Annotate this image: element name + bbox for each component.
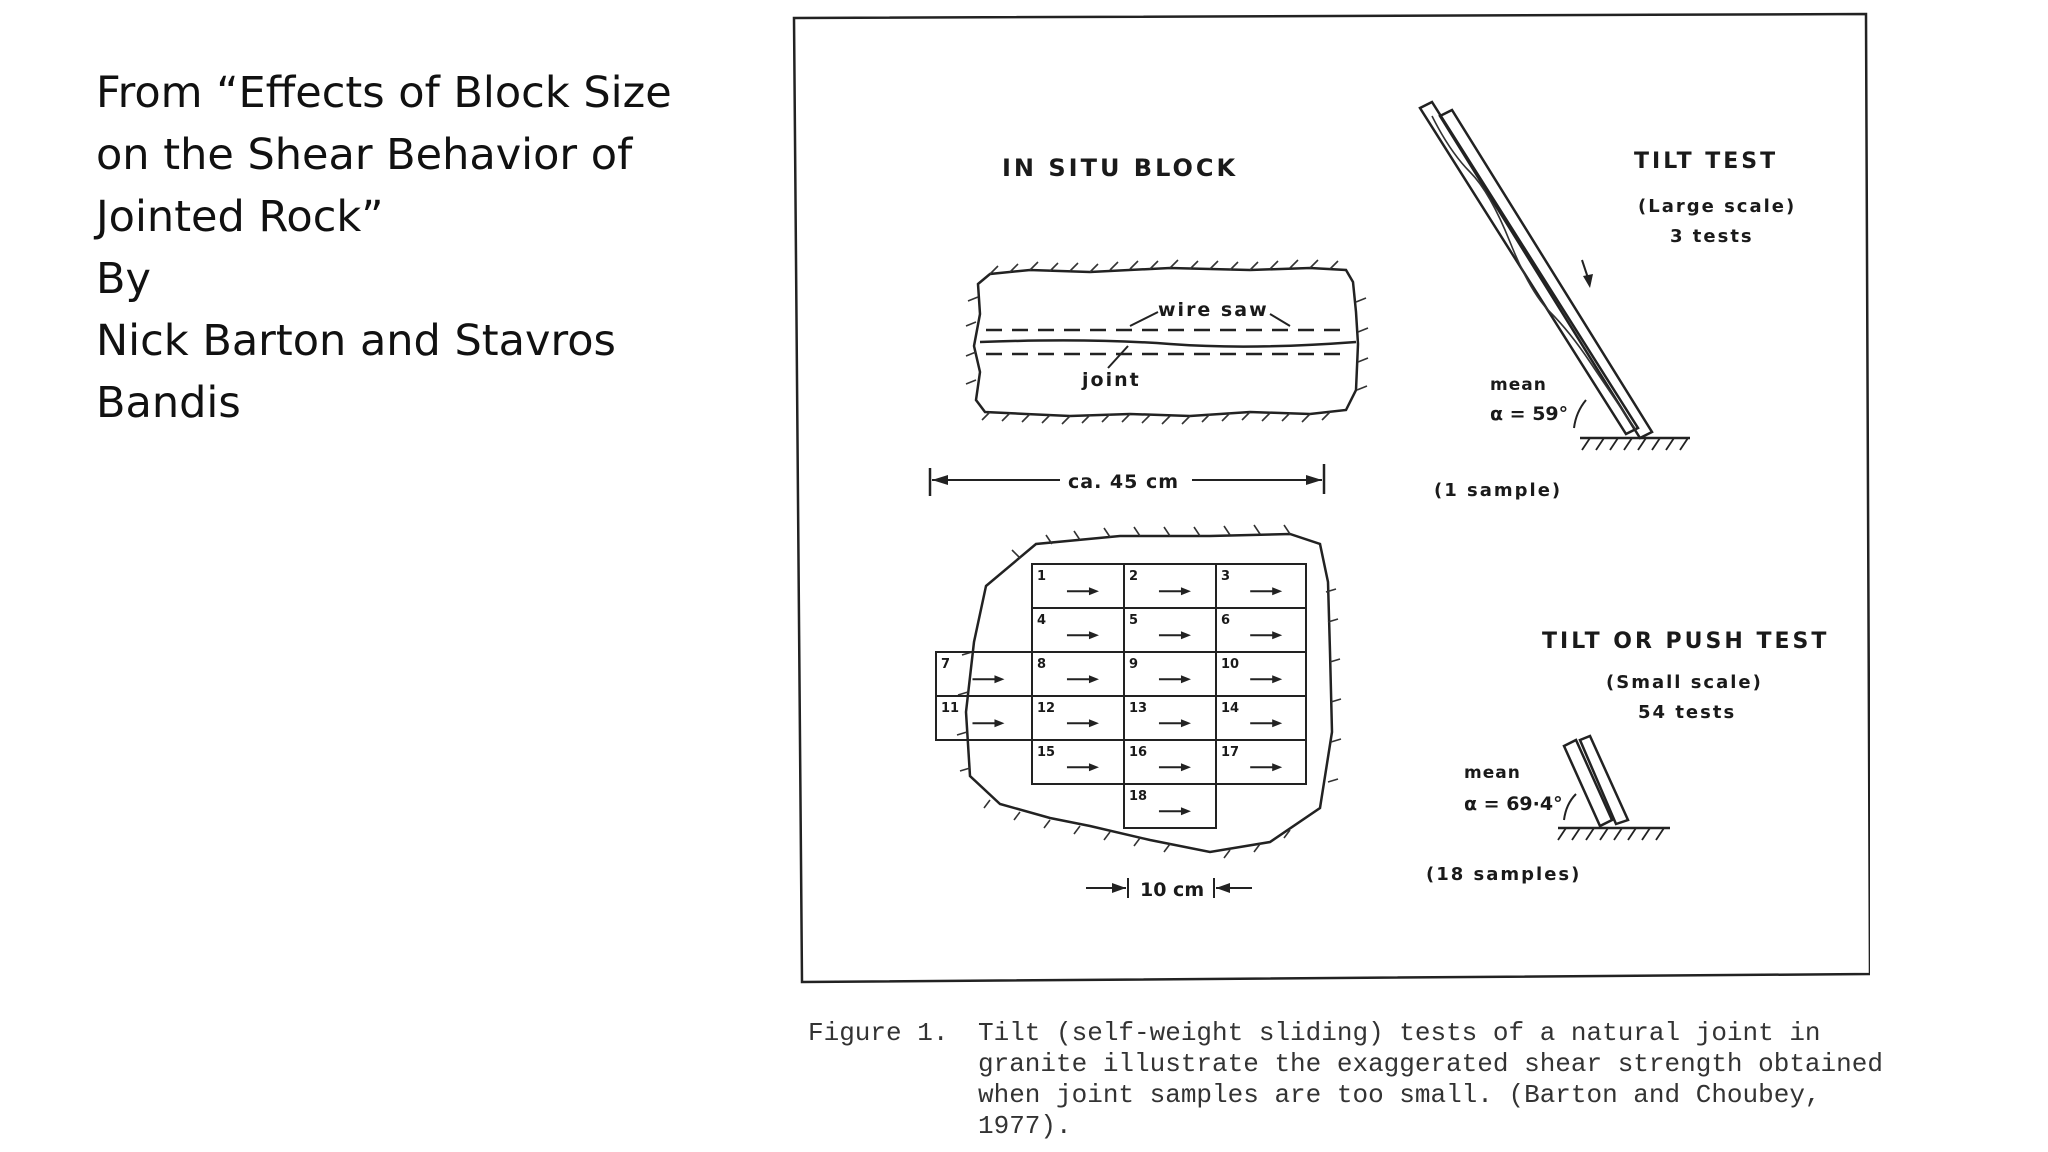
sample-number: 1	[1037, 569, 1046, 584]
large-joint-surface	[1431, 115, 1637, 431]
caption-label: Figure 1.	[808, 1018, 949, 1048]
sample-number: 4	[1037, 613, 1046, 628]
caption-line-2: granite illustrate the exaggerated shear…	[978, 1049, 1883, 1079]
shear-direction-arrowhead	[1180, 763, 1191, 772]
figure-border	[792, 12, 1870, 984]
shear-direction-arrowhead	[1180, 631, 1191, 640]
push-test-heading: TILT OR PUSH TEST	[1542, 629, 1829, 654]
push-alpha: α = 69·4°	[1464, 793, 1563, 815]
cell-dimension: 10 cm	[1140, 879, 1204, 901]
push-test-scale: (Small scale)	[1606, 672, 1763, 693]
cell-dim-arrow-right	[1216, 883, 1230, 893]
sampled-block-outline	[964, 532, 1334, 854]
push-sample-count: (18 samples)	[1426, 864, 1581, 885]
title-line-2: on the Shear Behavior of	[96, 130, 633, 180]
shear-direction-arrowhead	[1088, 631, 1099, 640]
large-sample-lower	[1418, 100, 1640, 436]
shear-direction-arrowhead	[1180, 719, 1191, 728]
caption-line-4: 1977).	[978, 1111, 1072, 1141]
shear-direction-arrowhead	[1272, 719, 1283, 728]
shear-direction-arrowhead	[1272, 675, 1283, 684]
tilt-sample-count: (1 sample)	[1434, 480, 1562, 501]
sample-number: 9	[1129, 657, 1138, 672]
sample-number: 2	[1129, 569, 1138, 584]
in-situ-heading: IN SITU BLOCK	[1002, 154, 1238, 182]
cell-dim-arrow-left	[1112, 883, 1126, 893]
wire-saw-label: wire saw	[1158, 299, 1269, 321]
tilt-test-scale: (Large scale)	[1638, 196, 1796, 217]
sample-number: 3	[1221, 569, 1230, 584]
title-line-1: From “Effects of Block Size	[96, 68, 672, 118]
shear-direction-arrowhead	[1180, 675, 1191, 684]
large-base-hatch	[1581, 437, 1689, 451]
block-outline	[972, 266, 1360, 418]
caption-line-3: when joint samples are too small. (Barto…	[978, 1080, 1821, 1110]
shear-direction-arrowhead	[1272, 763, 1283, 772]
sample-number: 16	[1129, 745, 1147, 760]
sample-number: 18	[1129, 789, 1147, 804]
joint-pointer	[1107, 345, 1129, 369]
shear-direction-arrowhead	[1088, 675, 1099, 684]
sample-number: 8	[1037, 657, 1046, 672]
wire-saw-pointer-right	[1269, 313, 1291, 327]
sample-cell	[1215, 739, 1307, 785]
shear-direction-arrowhead	[994, 719, 1005, 728]
title-line-4: By	[96, 254, 151, 304]
title-line-3: Jointed Rock”	[96, 192, 384, 242]
sample-number: 14	[1221, 701, 1239, 716]
block-dimension: ca. 45 cm	[1068, 471, 1179, 493]
sample-number: 10	[1221, 657, 1239, 672]
shear-direction-arrowhead	[1088, 587, 1099, 596]
caption-line-1: Tilt (self-weight sliding) tests of a na…	[978, 1018, 1821, 1048]
shear-direction-arrowhead	[1180, 807, 1191, 816]
shear-direction-arrowhead	[1180, 587, 1191, 596]
sampled-block-hatching	[956, 524, 1342, 859]
joint-line	[979, 339, 1357, 348]
slide-title: From “Effects of Block Size on the Shear…	[96, 62, 736, 434]
sample-number: 12	[1037, 701, 1055, 716]
sample-number: 17	[1221, 745, 1239, 760]
sample-number: 6	[1221, 613, 1230, 628]
caption-text: Tilt (self-weight sliding) tests of a na…	[978, 1018, 1918, 1142]
sample-cell	[1123, 783, 1217, 829]
small-sample-lower	[1562, 738, 1614, 828]
push-angle-arc	[1563, 793, 1577, 821]
shear-direction-arrowhead	[1088, 719, 1099, 728]
title-line-6: Bandis	[96, 378, 241, 428]
shear-direction-arrowhead	[1088, 763, 1099, 772]
sample-number: 13	[1129, 701, 1147, 716]
shear-direction-arrowhead	[1272, 587, 1283, 596]
sample-cell	[935, 651, 1033, 697]
sample-number: 5	[1129, 613, 1138, 628]
slide-direction-arrowhead	[1583, 274, 1593, 288]
joint-label: joint	[1081, 369, 1141, 391]
tilt-test-count: 3 tests	[1670, 226, 1754, 247]
shear-direction-arrowhead	[994, 675, 1005, 684]
sample-number: 15	[1037, 745, 1055, 760]
wire-saw-pointer	[1129, 311, 1159, 327]
shear-direction-arrowhead	[1272, 631, 1283, 640]
block-hatching	[965, 259, 1369, 425]
figure-panel: IN SITU BLOCK wire saw joint ca. 45 cm 1…	[790, 12, 1870, 984]
sample-number: 11	[941, 701, 959, 716]
small-base-hatch	[1557, 827, 1665, 841]
push-test-count: 54 tests	[1638, 702, 1736, 723]
push-mean-label: mean	[1464, 763, 1521, 783]
tilt-alpha: α = 59°	[1490, 403, 1568, 425]
small-sample-upper	[1578, 734, 1630, 826]
tilt-test-heading: TILT TEST	[1634, 149, 1778, 174]
figure-diagram: IN SITU BLOCK wire saw joint ca. 45 cm 1…	[792, 12, 1870, 984]
title-line-5: Nick Barton and Stavros	[96, 316, 616, 366]
sample-number: 7	[941, 657, 950, 672]
tilt-angle-arc	[1573, 399, 1587, 429]
large-sample-upper	[1438, 108, 1654, 440]
tilt-mean-label: mean	[1490, 375, 1547, 395]
